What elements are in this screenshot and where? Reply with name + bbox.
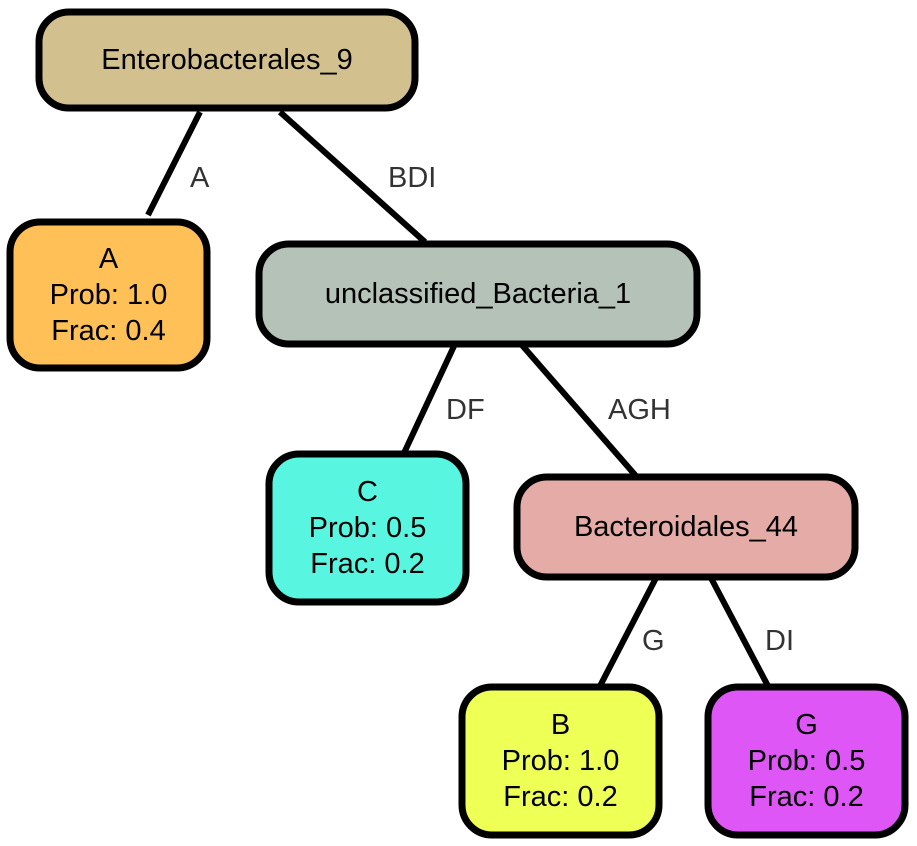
edge-n1-n3 [277, 109, 428, 245]
tree-node-n1: Enterobacterales_9 [35, 8, 419, 112]
node-label-line: Enterobacterales_9 [101, 44, 353, 76]
edges-layer: A BDI DF AGH G DI [145, 109, 794, 688]
node-label-line: unclassified_Bacteria_1 [325, 278, 631, 310]
node-label-line: Prob: 0.5 [748, 745, 866, 777]
tree-node-n5: Bacteroidales_44 [513, 473, 859, 581]
edge-label: A [190, 162, 210, 194]
node-box [513, 473, 859, 581]
node-box [458, 683, 663, 839]
edge-label: DF [446, 394, 485, 426]
edge-n5-n7 [708, 576, 771, 688]
edge-n1-n2 [145, 110, 203, 217]
node-box [265, 450, 470, 606]
edge-label: BDI [388, 162, 436, 194]
node-label-line: Frac: 0.4 [51, 315, 165, 347]
edge-label: G [642, 625, 665, 657]
node-label-line: Prob: 0.5 [309, 512, 427, 544]
edge-label: DI [765, 625, 794, 657]
node-box [6, 218, 211, 372]
node-label-line: Frac: 0.2 [503, 781, 617, 813]
node-label-line: G [795, 709, 818, 741]
node-label-line: Prob: 1.0 [50, 279, 168, 311]
node-label-line: A [99, 243, 119, 275]
node-label-line: Prob: 1.0 [502, 745, 620, 777]
node-box [255, 240, 701, 348]
edge-n5-n6 [597, 576, 659, 688]
node-label-line: Frac: 0.2 [310, 548, 424, 580]
node-box [704, 683, 909, 839]
node-label-line: C [357, 476, 378, 508]
edge-n3-n4 [401, 342, 458, 455]
node-label-line: Bacteroidales_44 [574, 511, 798, 543]
tree-node-n3: unclassified_Bacteria_1 [255, 240, 701, 348]
node-label-line: Frac: 0.2 [749, 781, 863, 813]
edge-n3-n5 [518, 342, 639, 478]
edge-label: AGH [608, 394, 671, 426]
node-label-line: B [551, 709, 570, 741]
node-box [35, 8, 419, 112]
